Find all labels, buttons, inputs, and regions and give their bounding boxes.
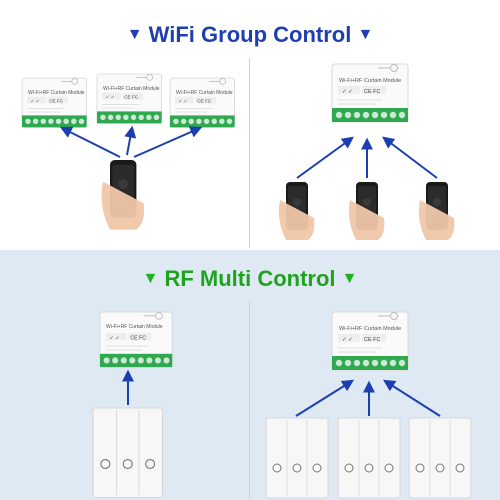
wall-switch-icon [265, 417, 329, 499]
module-label: Wi-Fi+RF Curtain Module [106, 324, 163, 330]
divider [249, 300, 250, 498]
down-triangle-icon: ▼ [142, 270, 159, 287]
arrow-icon [133, 126, 203, 158]
rf-heading-text: RF Multi Control [164, 266, 336, 291]
rf-heading: ▼ RF Multi Control ▼ [0, 266, 500, 292]
phone-icon [101, 160, 145, 230]
arrow-icon [124, 125, 137, 156]
phone-icon [348, 182, 385, 240]
curtain-module [331, 311, 409, 371]
wall-switch-icon [92, 407, 164, 499]
module-label: Wi-Fi+RF Curtain Module [103, 86, 160, 92]
wall-switch-icon [408, 417, 472, 499]
wall-switch-icon [337, 417, 401, 499]
wifi-heading-text: WiFi Group Control [148, 22, 352, 47]
phone-icon [418, 182, 455, 240]
divider [249, 58, 250, 248]
module-label: Wi-Fi+RF Curtain Module [28, 90, 85, 96]
module-label: Wi-Fi+RF Curtain Module [176, 90, 233, 96]
curtain-module [21, 77, 88, 128]
curtain-module [331, 63, 409, 123]
down-triangle-icon: ▼ [126, 26, 143, 43]
arrow-icon [295, 379, 355, 417]
arrow-icon [59, 126, 121, 158]
wifi-heading: ▼ WiFi Group Control ▼ [0, 22, 500, 48]
module-label: Wi-Fi+RF Curtain Module [339, 326, 401, 332]
arrow-icon [382, 379, 441, 417]
module-label: Wi-Fi+RF Curtain Module [339, 78, 401, 84]
arrow-icon [382, 136, 438, 179]
arrow-icon [296, 136, 354, 179]
curtain-module [169, 77, 236, 128]
phone-icon [278, 182, 315, 240]
down-triangle-icon: ▼ [357, 26, 374, 43]
down-triangle-icon: ▼ [341, 270, 358, 287]
curtain-module [99, 311, 173, 368]
curtain-module [96, 73, 163, 124]
